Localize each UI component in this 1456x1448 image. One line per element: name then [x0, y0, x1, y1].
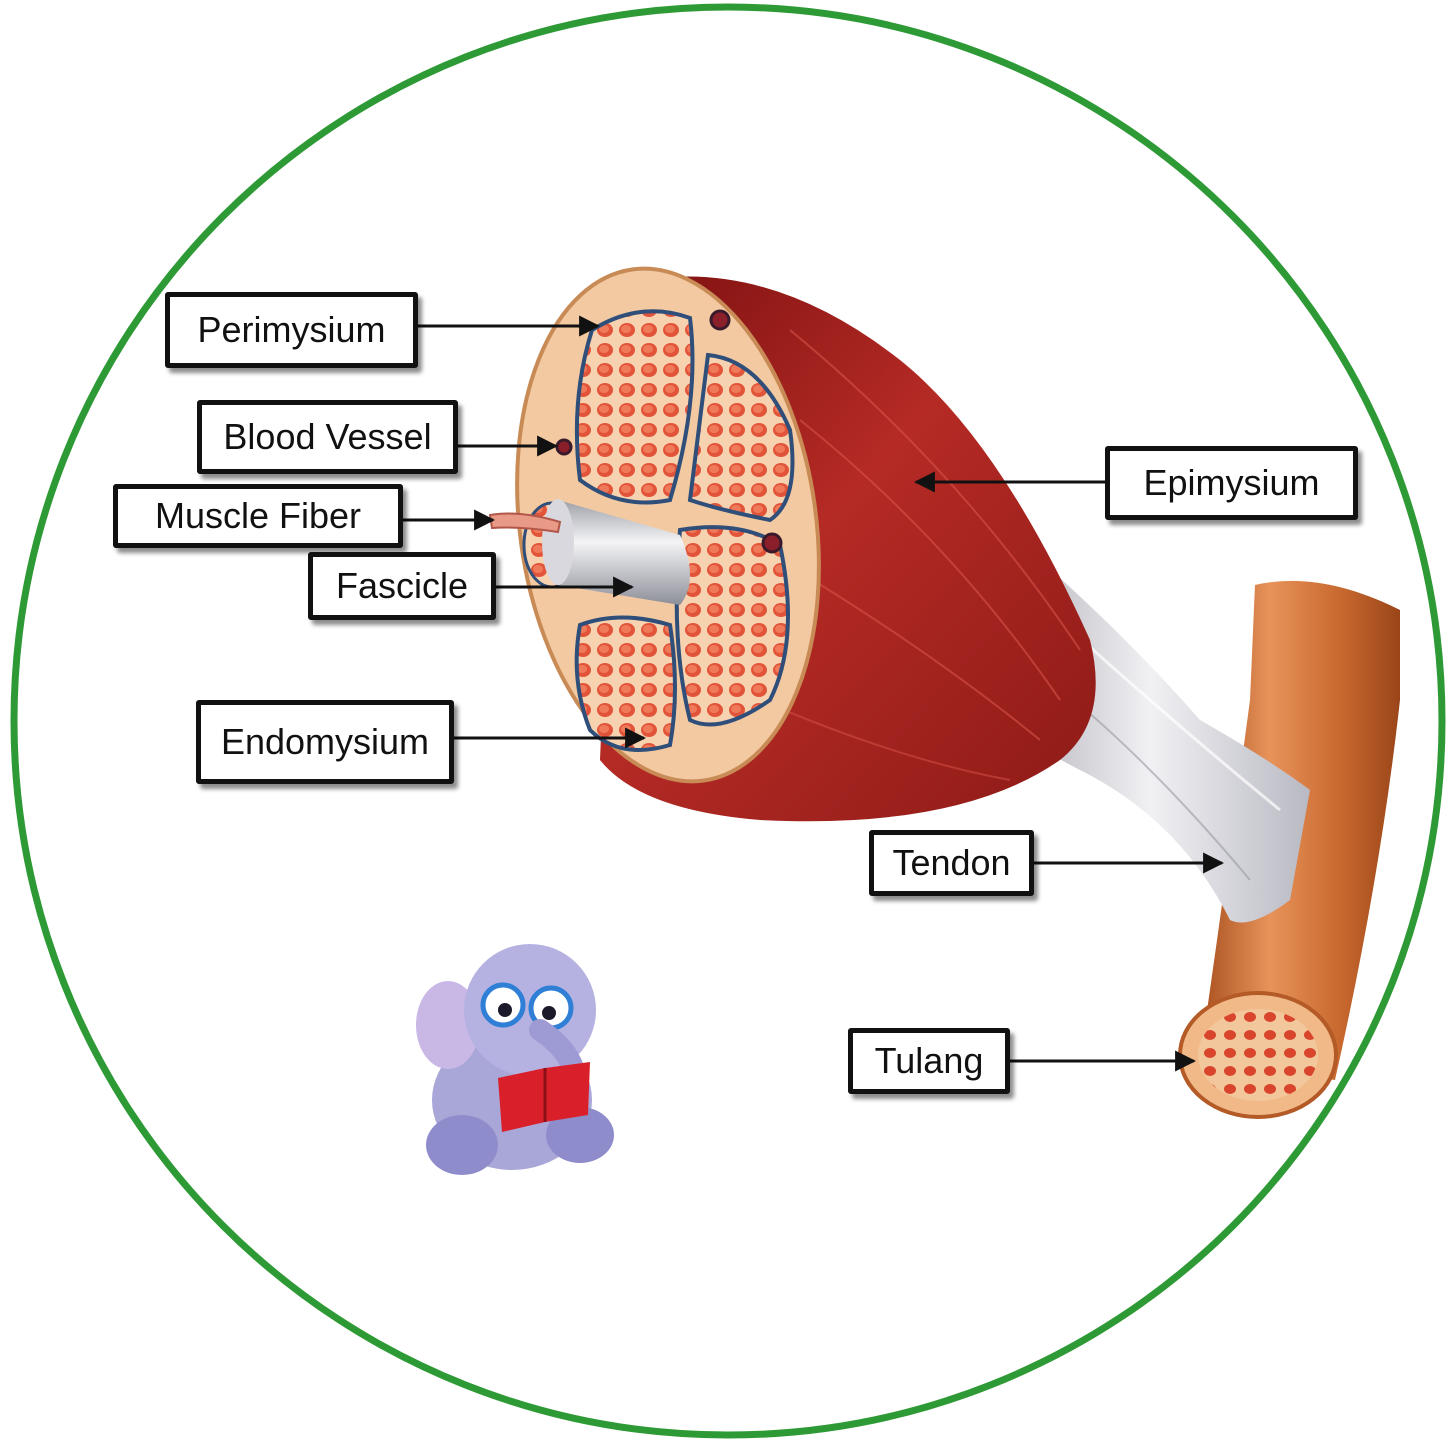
label-muscle-fiber: Muscle Fiber [113, 484, 403, 548]
label-epimysium: Epimysium [1105, 446, 1358, 520]
label-tulang: Tulang [848, 1028, 1010, 1094]
label-endomysium: Endomysium [196, 700, 454, 784]
label-tendon: Tendon [869, 830, 1034, 896]
label-fascicle: Fascicle [308, 552, 496, 620]
label-blood-vessel: Blood Vessel [197, 400, 458, 474]
label-perimysium: Perimysium [165, 292, 418, 368]
leader-arrows [403, 315, 1225, 1072]
muscle-cross-section [488, 266, 821, 784]
elephant-mascot [416, 944, 614, 1175]
